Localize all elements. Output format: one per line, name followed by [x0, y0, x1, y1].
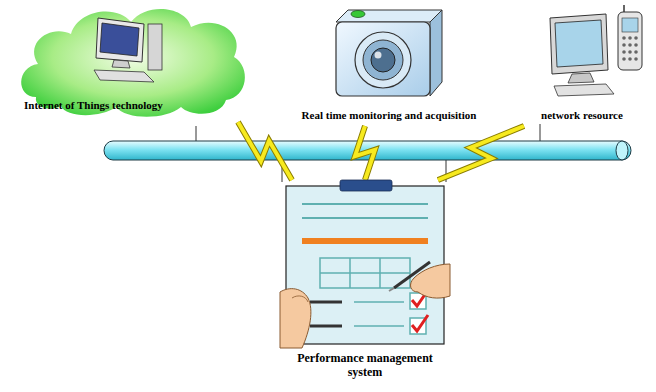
node-illustration: [280, 180, 450, 348]
bolt-outline: [238, 122, 292, 180]
pipe-end: [616, 141, 628, 160]
lightning-connector: [355, 126, 375, 180]
tick-line: [196, 126, 197, 141]
diagram-node: Internet of Things technology: [16, 2, 248, 120]
diagram-node: network resource: [514, 4, 650, 124]
lightning-connector: [238, 122, 292, 180]
lightning-connector: [438, 126, 524, 180]
diagram-node: Real time monitoring and acquisition: [262, 0, 516, 124]
diagram-node: Performance management system: [280, 180, 450, 388]
tick-line: [540, 124, 541, 141]
node-illustration: [514, 4, 650, 100]
node-label: Real time monitoring and acquisition: [302, 109, 477, 122]
node-label: Internet of Things technology: [24, 99, 163, 112]
node-illustration: [262, 0, 516, 104]
bolt-outline: [355, 126, 375, 180]
bolt-outline: [438, 126, 524, 180]
node-label: Performance management system: [295, 352, 435, 380]
node-label: network resource: [541, 109, 623, 122]
